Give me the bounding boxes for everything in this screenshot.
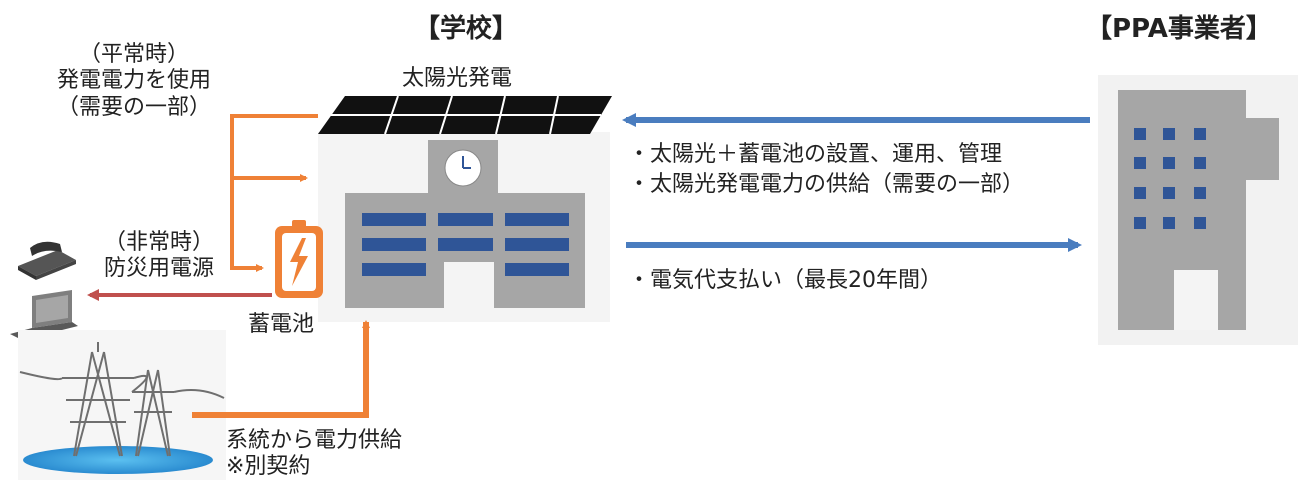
normal-use-label: （平常時） 発電電力を使用 （需要の一部）	[44, 42, 224, 121]
normal-use-line1: （平常時）	[78, 42, 189, 67]
operator-services-label: ・太陽光＋蓄電池の設置、運用、管理 ・太陽光発電電力の供給（需要の一部）	[628, 140, 1024, 199]
school-building	[318, 132, 610, 322]
payment-label: ・電気代支払い（最長20年間）	[628, 268, 942, 293]
solar-label: 太陽光発電	[402, 66, 513, 91]
operator-title: 【PPA事業者】	[1086, 14, 1272, 44]
solar-panel-icon	[318, 95, 612, 135]
battery-label: 蓄電池	[248, 312, 315, 337]
operator-services-line1: ・太陽光＋蓄電池の設置、運用、管理	[628, 142, 1003, 167]
battery-icon	[275, 220, 323, 298]
grid-supply-label: 系統から電力供給 ※別契約	[226, 428, 402, 481]
school-title: 【学校】	[414, 14, 519, 44]
grid-supply-arrow	[192, 320, 370, 418]
grid-supply-line2: ※別契約	[226, 454, 311, 480]
transmission-tower-icon	[18, 330, 226, 480]
phone-icon	[18, 241, 76, 280]
school-door	[444, 262, 494, 308]
operator-building	[1098, 75, 1298, 345]
office-windows	[1134, 128, 1206, 229]
clock-icon	[444, 149, 482, 187]
grid-supply-line1: 系統から電力供給	[226, 428, 403, 453]
normal-use-arrows	[230, 114, 318, 272]
operator-services-line2: ・太陽光発電電力の供給（需要の一部）	[628, 171, 1025, 197]
window-grid	[362, 213, 569, 276]
emergency-use-line1: （非常時）	[103, 230, 214, 255]
normal-use-line3: （需要の一部）	[56, 94, 211, 120]
normal-use-line2: 発電電力を使用	[56, 68, 211, 94]
emergency-use-label: （非常時） 防災用電源	[84, 230, 234, 283]
emergency-use-line2: 防災用電源	[103, 256, 214, 282]
